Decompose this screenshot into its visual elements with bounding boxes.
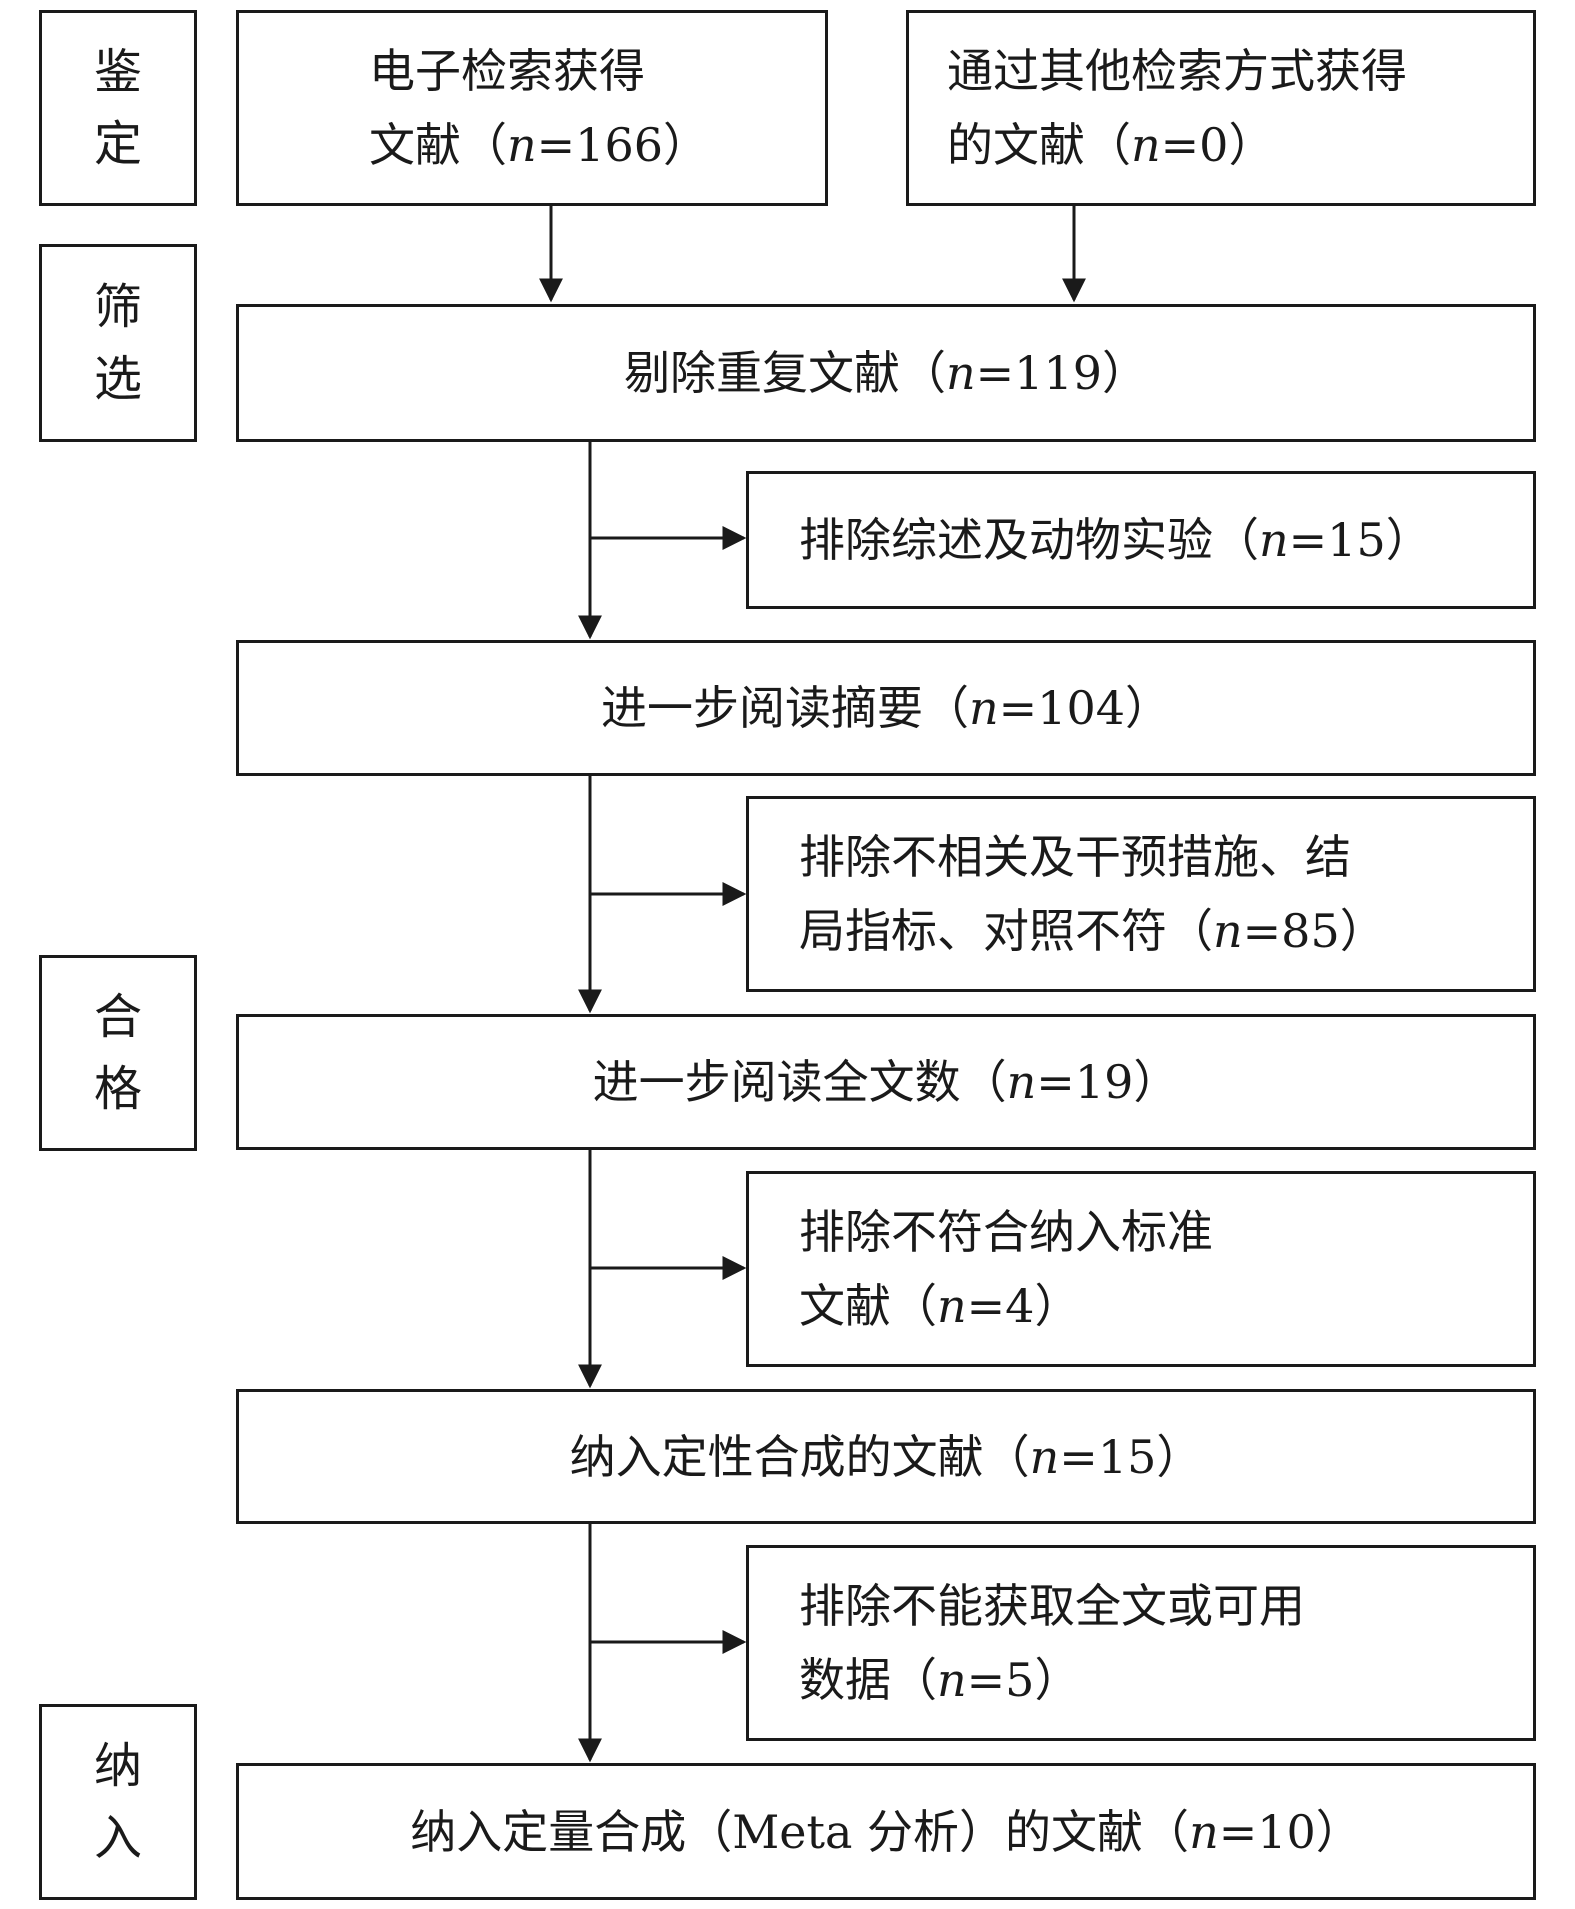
remove-duplicates-text: 剔除重复文献（n=119） bbox=[624, 346, 1148, 400]
box-read-abstracts: 进一步阅读摘要（n=104） bbox=[236, 640, 1536, 776]
exclude-reviews-text: 排除综述及动物实验（n=15） bbox=[799, 513, 1432, 567]
stage-eligibility-char-2: 格 bbox=[93, 1061, 142, 1117]
exclude-criteria-line1: 排除不符合纳入标准 bbox=[799, 1205, 1213, 1259]
other-records-line2: 的文献（n=0） bbox=[947, 118, 1275, 172]
exclude-irrelevant-line1: 排除不相关及干预措施、结 bbox=[799, 830, 1351, 884]
exclude-criteria-line2: 文献（n=4） bbox=[799, 1279, 1081, 1333]
stage-screening-char-1: 筛 bbox=[93, 279, 142, 335]
box-other-records: 通过其他检索方式获得 的文献（n=0） bbox=[906, 10, 1536, 206]
stage-identification: 鉴 定 bbox=[39, 10, 197, 206]
box-exclude-irrelevant: 排除不相关及干预措施、结 局指标、对照不符（n=85） bbox=[746, 796, 1536, 992]
box-exclude-reviews: 排除综述及动物实验（n=15） bbox=[746, 471, 1536, 609]
exclude-irrelevant-line2: 局指标、对照不符（n=85） bbox=[799, 904, 1386, 958]
box-quantitative-synthesis: 纳入定量合成（Meta 分析）的文献（n=10） bbox=[236, 1763, 1536, 1900]
qualitative-synthesis-text: 纳入定性合成的文献（n=15） bbox=[569, 1429, 1203, 1484]
box-read-fulltext: 进一步阅读全文数（n=19） bbox=[236, 1014, 1536, 1150]
exclude-unavailable-line2: 数据（n=5） bbox=[799, 1653, 1081, 1707]
stage-screening: 筛 选 bbox=[39, 244, 197, 442]
box-qualitative-synthesis: 纳入定性合成的文献（n=15） bbox=[236, 1389, 1536, 1524]
box-database-records: 电子检索获得 文献（n=166） bbox=[236, 10, 828, 206]
read-fulltext-text: 进一步阅读全文数（n=19） bbox=[592, 1055, 1180, 1109]
box-exclude-unavailable: 排除不能获取全文或可用 数据（n=5） bbox=[746, 1545, 1536, 1741]
exclude-unavailable-line1: 排除不能获取全文或可用 bbox=[799, 1579, 1305, 1633]
stage-screening-char-2: 选 bbox=[93, 351, 142, 407]
other-records-line1: 通过其他检索方式获得 bbox=[947, 44, 1407, 98]
stage-included-char-1: 纳 bbox=[93, 1738, 142, 1794]
read-abstracts-text: 进一步阅读摘要（n=104） bbox=[601, 681, 1171, 735]
stage-eligibility: 合 格 bbox=[39, 955, 197, 1151]
box-remove-duplicates: 剔除重复文献（n=119） bbox=[236, 304, 1536, 442]
database-records-line2: 文献（n=166） bbox=[369, 118, 709, 172]
stage-identification-char-1: 鉴 bbox=[93, 44, 142, 100]
quantitative-synthesis-text: 纳入定量合成（Meta 分析）的文献（n=10） bbox=[410, 1804, 1362, 1859]
stage-included: 纳 入 bbox=[39, 1704, 197, 1900]
stage-included-char-2: 入 bbox=[93, 1810, 142, 1866]
stage-identification-char-2: 定 bbox=[93, 116, 142, 172]
database-records-line1: 电子检索获得 bbox=[369, 44, 645, 98]
stage-eligibility-char-1: 合 bbox=[93, 989, 142, 1045]
box-exclude-criteria: 排除不符合纳入标准 文献（n=4） bbox=[746, 1171, 1536, 1367]
